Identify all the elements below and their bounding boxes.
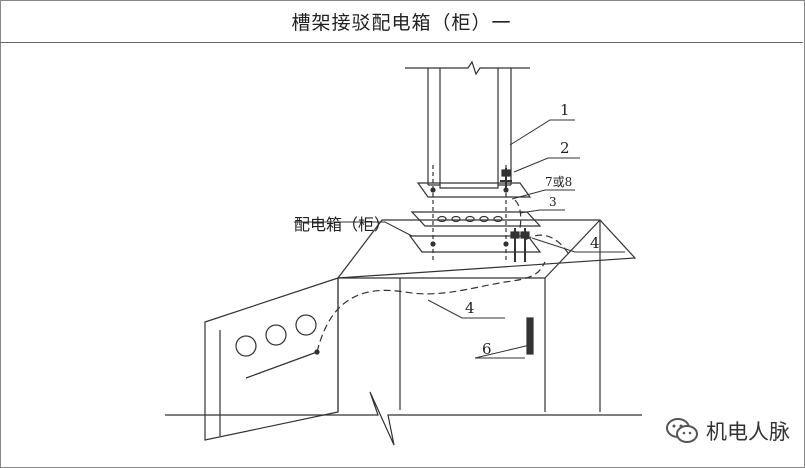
label-box: 配电箱（柜） bbox=[294, 215, 390, 234]
tray-flange-plate bbox=[416, 182, 532, 198]
watermark-text: 机电人脉 bbox=[706, 420, 790, 444]
grounding-bolt-upper bbox=[500, 168, 512, 190]
label-7or8: 7或8 bbox=[545, 175, 572, 189]
wechat-icon bbox=[666, 418, 698, 443]
distribution-box bbox=[204, 219, 637, 441]
label-6: 6 bbox=[482, 340, 492, 358]
leader-lines bbox=[294, 119, 625, 359]
grounding-bar bbox=[526, 317, 534, 355]
label-4-right: 4 bbox=[590, 234, 600, 252]
label-2: 2 bbox=[560, 139, 570, 157]
drawing-title: 槽架接驳配电箱（柜）一 bbox=[0, 0, 803, 43]
knockout-plate bbox=[410, 211, 542, 227]
grounding-bolt-lower bbox=[510, 228, 530, 262]
label-3: 3 bbox=[549, 195, 557, 209]
label-1: 1 bbox=[560, 101, 570, 119]
watermark: 机电人脉 bbox=[664, 416, 790, 446]
grounding-wire bbox=[316, 199, 571, 353]
floor-line bbox=[165, 391, 642, 446]
label-4-mid: 4 bbox=[465, 299, 475, 317]
box-connection-plate bbox=[408, 235, 542, 253]
